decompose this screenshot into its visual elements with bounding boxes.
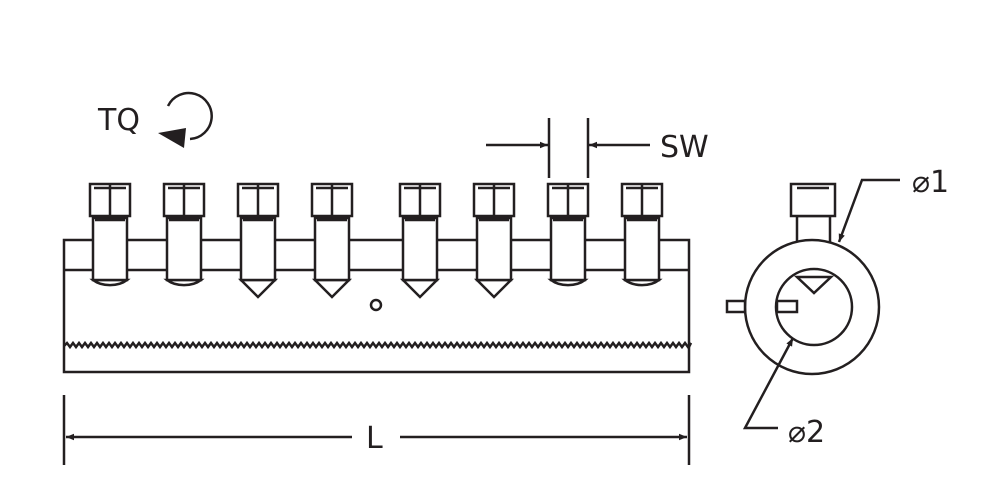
diameter-2-label: ⌀2 <box>788 415 825 450</box>
set-screw-6 <box>472 182 516 299</box>
length-dimension <box>62 395 691 465</box>
side-view <box>725 182 881 376</box>
set-screw-1 <box>88 182 132 287</box>
inspection-hole <box>369 298 383 312</box>
torque-label: TQ <box>97 103 140 138</box>
diameter-2-leader <box>742 337 795 430</box>
rotation-arrow-icon <box>166 91 213 141</box>
set-screw-5 <box>398 182 442 299</box>
set-screw-2 <box>162 182 206 287</box>
rotation-arrowhead <box>158 128 186 148</box>
set-screw-8 <box>620 182 664 287</box>
socket-width-label: SW <box>660 130 709 165</box>
set-screw-3 <box>236 182 280 299</box>
diameter-1-leader <box>837 178 900 243</box>
socket-width-dimension <box>486 118 650 178</box>
set-screw-7 <box>546 182 590 287</box>
diameter-1-label: ⌀1 <box>912 165 949 200</box>
connector-body <box>62 238 693 374</box>
set-screw-4 <box>310 182 354 299</box>
length-label: L <box>366 421 383 456</box>
